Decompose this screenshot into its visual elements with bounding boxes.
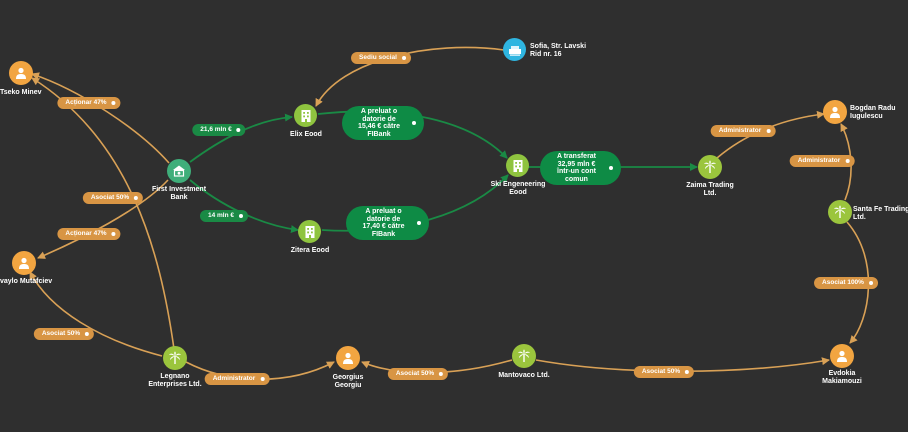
label-line: Santa Fe Trading <box>853 206 908 213</box>
relation-pill-asociat[interactable]: Asociat 50% <box>82 192 144 204</box>
label-line: Legnano <box>160 373 190 380</box>
relation-pill-administrator[interactable]: Administrator <box>789 155 855 167</box>
person-icon[interactable] <box>830 344 854 368</box>
relation-pill-asociat[interactable]: Asociat 50% <box>633 366 695 378</box>
label-line: Sofia, Str. Lavski <box>530 43 587 50</box>
label-line: First Investment <box>151 186 207 193</box>
node-label-georgius: Georgius Georgiu <box>322 374 374 390</box>
flow-text: datorie de <box>362 115 396 123</box>
node-label-elix-eood: Elix Eood <box>290 131 322 138</box>
node-label-santa-fe: Santa Fe Trading Ltd. <box>853 206 908 222</box>
loan-pill-elix[interactable]: 21,6 mln € <box>192 124 246 136</box>
flow-box-zitera[interactable]: A preluat o datorie de 17,40 € către FIB… <box>346 206 429 240</box>
label-line: Ltd. <box>703 190 717 197</box>
label-line: Georgius <box>332 374 364 381</box>
bank-icon[interactable] <box>167 159 191 183</box>
label-line: Bogdan Radu <box>850 105 896 112</box>
edge-bank-tseko <box>31 72 170 164</box>
loan-pill-zitera[interactable]: 14 mln € <box>199 210 249 222</box>
person-icon[interactable] <box>336 346 360 370</box>
flow-text: 15,46 € către <box>357 123 401 130</box>
flow-text: A transferat <box>556 153 597 160</box>
address-icon[interactable] <box>503 38 526 61</box>
node-label-mantovaco: Mantovaco Ltd. <box>498 372 550 379</box>
flow-text: datorie de <box>366 215 401 223</box>
label-line: Evdokia <box>828 370 856 377</box>
flow-box-ski[interactable]: A transferat 32,95 mln € într-un cont co… <box>540 151 621 185</box>
person-icon[interactable] <box>823 100 847 124</box>
node-label-tseko-minev: Tseko Minev <box>0 89 42 96</box>
relation-pill-asociat[interactable]: Asociat 50% <box>33 328 95 340</box>
person-icon[interactable] <box>12 251 36 275</box>
building-icon[interactable] <box>298 220 321 243</box>
flow-text: A preluat o <box>360 108 398 115</box>
flow-text: comun <box>565 175 588 183</box>
label-line: Zaima Trading <box>686 182 734 189</box>
relation-pill-administrator[interactable]: Administrator <box>204 373 270 385</box>
label-line: Makiamouzi <box>822 378 862 385</box>
flow-text: FIBank <box>371 230 396 238</box>
building-icon[interactable] <box>506 154 529 177</box>
flow-text: 32,95 mln € <box>557 160 596 168</box>
relation-pill-asociat[interactable]: Asociat 50% <box>387 368 449 380</box>
node-label-sofia-address: Sofia, Str. Lavski Rid nr. 16 <box>530 43 586 59</box>
node-label-zitera-eood: Zitera Eood <box>290 247 330 254</box>
palm-icon[interactable] <box>828 200 852 224</box>
label-line: Bank <box>170 194 188 201</box>
label-line: Rid nr. 16 <box>530 51 562 58</box>
node-label-evdokia: Evdokia Makiamouzi <box>814 370 870 386</box>
palm-icon[interactable] <box>163 346 187 370</box>
relation-pill-actionar[interactable]: Acționar 47% <box>57 228 121 240</box>
flow-text: într-un cont <box>557 168 596 175</box>
edge-legnano-ivaylo <box>29 271 163 357</box>
palm-icon[interactable] <box>512 344 536 368</box>
relation-pill-actionar[interactable]: Acționar 47% <box>57 97 121 109</box>
label-line: Ltd. <box>853 214 866 221</box>
flow-text: 17,40 € către <box>362 223 405 230</box>
label-line: Georgiu <box>334 382 362 389</box>
label-line: Eood <box>509 189 527 196</box>
node-label-legnano: Legnano Enterprises Ltd. <box>140 373 210 389</box>
relation-pill-administrator[interactable]: Administrator <box>710 125 776 137</box>
flow-text: A preluat o <box>365 208 402 215</box>
edge-legnano-tseko <box>31 77 175 350</box>
edge-bank-ivaylo <box>37 179 169 259</box>
label-line: Ski Engeneering <box>490 181 546 188</box>
node-label-zaima-trading: Zaima Trading Ltd. <box>680 182 740 198</box>
node-label-first-investment-bank: First Investment Bank <box>150 186 208 202</box>
node-label-ivaylo-mutafciev: vaylo Mutafciev <box>0 278 53 285</box>
palm-icon[interactable] <box>698 155 722 179</box>
node-label-bogdan-radu: Bogdan Radu Iugulescu <box>850 105 896 121</box>
building-icon[interactable] <box>294 104 317 127</box>
node-label-ski-engeneering: Ski Engeneering Eood <box>488 181 548 197</box>
flow-text: FIBank <box>367 130 391 138</box>
flow-box-elix[interactable]: A preluat o datorie de 15,46 € către FIB… <box>342 106 424 140</box>
relation-pill-asociat[interactable]: Asociat 100% <box>814 277 878 289</box>
label-line: Enterprises Ltd. <box>148 381 202 388</box>
person-icon[interactable] <box>9 61 33 85</box>
relation-pill-sediu-social[interactable]: Sediu social <box>351 52 411 64</box>
label-line: Iugulescu <box>850 113 883 120</box>
